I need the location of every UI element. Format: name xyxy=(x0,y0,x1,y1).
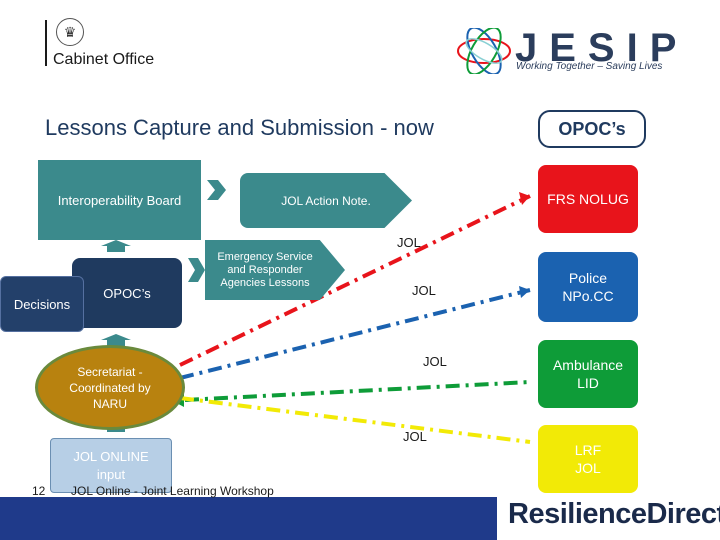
up-arrow-icon xyxy=(101,240,131,252)
lrf-link-line xyxy=(179,396,531,444)
secretariat-oval: Secretariat - Coordinated by NARU xyxy=(35,345,185,430)
police-link-line xyxy=(179,288,531,380)
opoc-box-ambulance: Ambulance LID xyxy=(538,340,638,408)
footer-text: JOL Online - Joint Learning Workshop xyxy=(71,484,274,498)
up-arrow-icon xyxy=(101,334,131,346)
arrowhead-icon xyxy=(519,286,530,298)
cabinet-office-rule xyxy=(45,20,47,66)
footer-bar xyxy=(0,497,497,540)
decisions-box: Decisions xyxy=(0,276,84,332)
jol-action-note-arrow: JOL Action Note. xyxy=(240,173,412,228)
frs-link-line xyxy=(179,194,531,367)
jesip-tagline: Working Together – Saving Lives xyxy=(516,61,663,72)
opoc-inner-box: OPOC’s xyxy=(72,258,182,328)
page-number: 12 xyxy=(32,484,46,498)
opoc-box-lrf: LRF JOL xyxy=(538,425,638,493)
crest-icon: ♛ xyxy=(56,18,84,46)
opoc-box-frs: FRS NOLUG xyxy=(538,165,638,233)
jol-label: JOL xyxy=(397,235,421,250)
arrowhead-icon xyxy=(519,192,530,205)
ambulance-link-line xyxy=(184,380,531,402)
interoperability-board-box: Interoperability Board xyxy=(38,160,201,240)
jol-online-input-box: JOL ONLINE input xyxy=(50,438,172,493)
opoc-box-police: Police NPo.CC xyxy=(538,252,638,322)
right-chevron-icon xyxy=(188,258,205,282)
slide-title: Lessons Capture and Submission - now xyxy=(45,115,434,140)
resilience-direct-logo: ResilienceDirect xyxy=(508,498,720,530)
jol-label: JOL xyxy=(423,354,447,369)
jol-label: JOL xyxy=(403,429,427,444)
opoc-heading: OPOC’s xyxy=(538,110,646,148)
jesip-logo-icon xyxy=(457,28,511,74)
cabinet-office-label: Cabinet Office xyxy=(53,51,155,68)
jesip-wordmark: JESIP xyxy=(515,26,689,70)
emergency-service-arrow: Emergency Service and Responder Agencies… xyxy=(205,240,345,300)
right-chevron-icon xyxy=(207,180,226,200)
jol-label: JOL xyxy=(412,283,436,298)
